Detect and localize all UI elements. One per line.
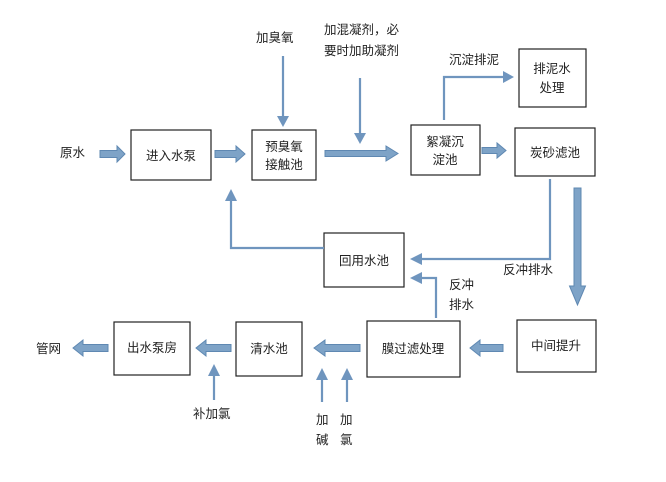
label-backwash-drain-1: 反冲排水 xyxy=(503,262,554,277)
label-coagulant-2: 要时加助凝剂 xyxy=(324,43,399,58)
label-sludge-discharge: 沉淀排泥 xyxy=(449,52,499,67)
arrow-sludge-discharge xyxy=(442,71,514,120)
label-pipe-network: 管网 xyxy=(36,341,61,356)
node-recycle-tank: 回用水池 xyxy=(323,232,405,288)
arrow-membrane-backwash xyxy=(410,272,438,318)
labels: 原水 加臭氧 加混凝剂，必 要时加助凝剂 沉淀排泥 反冲排水 反冲 排水 管网 … xyxy=(36,22,554,447)
arrow-chlorine-dose xyxy=(341,368,353,402)
label-add-chlorine-2: 氯 xyxy=(340,432,353,447)
arrow-membrane-to-clear xyxy=(313,339,361,357)
node-membrane-filtration: 膜过滤处理 xyxy=(366,320,461,378)
label-raw-water: 原水 xyxy=(60,145,86,160)
arrow-outpump-to-pipe xyxy=(72,338,109,358)
node-carbon-sand-filter: 炭砂滤池 xyxy=(514,127,596,177)
node-sludge-treatment-label-2: 处理 xyxy=(539,80,565,95)
arrow-preozone-to-floc xyxy=(324,145,399,162)
arrow-carbon-to-lift xyxy=(568,187,587,307)
node-intermediate-lift-label: 中间提升 xyxy=(531,338,581,353)
node-preozone-label-2: 接触池 xyxy=(265,157,303,172)
node-sludge-treatment-label-1: 排泥水 xyxy=(533,61,571,76)
node-floc: 絮凝沉 淀池 xyxy=(410,124,481,176)
label-add-ozone: 加臭氧 xyxy=(256,30,294,45)
label-add-chlorine-1: 加 xyxy=(340,412,353,427)
node-floc-label-2: 淀池 xyxy=(432,152,458,167)
arrow-lift-to-membrane xyxy=(469,338,504,358)
label-coagulant-1: 加混凝剂，必 xyxy=(324,22,400,37)
node-pump-in: 进入水泵 xyxy=(130,129,212,181)
node-floc-label-1: 絮凝沉 xyxy=(426,134,464,149)
arrow-pump-to-preozone xyxy=(214,144,246,164)
node-membrane-filtration-label: 膜过滤处理 xyxy=(382,341,445,356)
label-supplement-chlorine: 补加氯 xyxy=(193,406,231,421)
arrow-clear-to-outpump xyxy=(195,338,232,358)
label-add-alkali-2: 碱 xyxy=(316,432,329,447)
arrow-carbon-backwash xyxy=(410,179,552,265)
arrow-supplement-chlorine xyxy=(208,364,220,400)
arrow-coagulant-dose xyxy=(354,78,366,144)
node-preozone: 预臭氧 接触池 xyxy=(251,129,317,181)
node-outlet-pump-house-label: 出水泵房 xyxy=(127,340,177,355)
label-backwash-drain-2a: 反冲 xyxy=(449,277,474,292)
node-outlet-pump-house: 出水泵房 xyxy=(113,321,191,376)
node-pump-in-label: 进入水泵 xyxy=(146,148,196,163)
node-intermediate-lift: 中间提升 xyxy=(516,319,597,373)
node-sludge-treatment: 排泥水 处理 xyxy=(518,48,587,108)
arrow-ozone-dose xyxy=(277,56,289,127)
node-clear-water-tank-label: 清水池 xyxy=(250,341,288,356)
node-clear-water-tank: 清水池 xyxy=(235,321,303,377)
label-backwash-drain-2b: 排水 xyxy=(449,297,475,312)
arrow-recycle-return xyxy=(225,189,324,250)
node-carbon-sand-filter-label: 炭砂滤池 xyxy=(530,145,581,160)
arrow-raw-to-pump xyxy=(99,144,126,164)
arrow-floc-to-carbon xyxy=(481,141,507,160)
arrow-alkali-dose xyxy=(316,368,328,402)
node-preozone-label-1: 预臭氧 xyxy=(265,139,303,154)
node-recycle-tank-label: 回用水池 xyxy=(339,253,390,268)
label-add-alkali-1: 加 xyxy=(316,412,329,427)
